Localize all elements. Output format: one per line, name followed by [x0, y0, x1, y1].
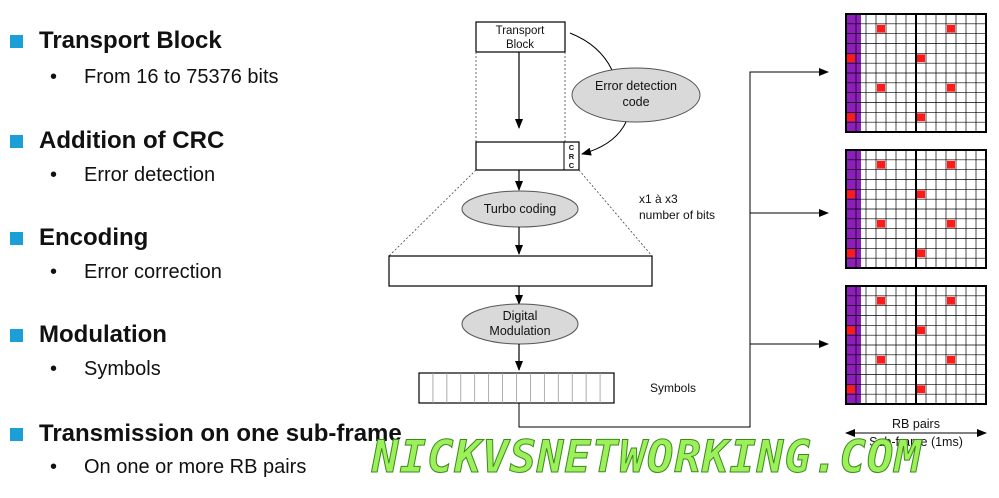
sub-bullet-dot: • — [50, 164, 58, 186]
error-detection-ellipse — [571, 67, 701, 123]
reference-signal-cell — [877, 83, 885, 92]
digital-modulation-label-1: Digital — [503, 309, 538, 323]
grid-border — [845, 13, 987, 133]
curve-to-error-detection — [569, 32, 613, 71]
bullet-sub: From 16 to 75376 bits — [84, 66, 279, 88]
turbo-coding-label: Turbo coding — [484, 202, 557, 216]
reference-signal-cell — [917, 385, 925, 394]
bullet-sub: Error correction — [84, 261, 222, 283]
sub-bullet-dot: • — [50, 66, 58, 88]
crc-block-box — [475, 141, 580, 171]
ratio-label-2: number of bits — [639, 208, 715, 222]
transport-block-box — [475, 21, 566, 53]
transport-block-label-2: Block — [506, 39, 534, 51]
bullet-sub: On one or more RB pairs — [84, 456, 307, 478]
reference-signal-cell — [947, 296, 955, 305]
sub-bullet-dot: • — [50, 358, 58, 380]
bullet-title: Transport Block — [39, 27, 222, 54]
resource-grid — [845, 285, 987, 405]
sub-bullet-dot: • — [50, 261, 58, 283]
crc-letter: R — [569, 152, 575, 161]
bullet-square-icon — [10, 428, 23, 441]
bullet-list: Transport Block • From 16 to 75376 bits … — [0, 0, 420, 498]
grid-border — [845, 285, 987, 405]
reference-signal-cell — [917, 249, 925, 258]
bullet-square-icon — [10, 232, 23, 245]
reference-signal-cell — [917, 190, 925, 199]
route-to-subframe-1 — [518, 68, 829, 428]
reference-signal-cell — [877, 219, 885, 228]
digital-modulation-label-2: Modulation — [489, 324, 550, 338]
reference-signal-cell — [947, 83, 955, 92]
rb-pairs-label: RB pairs — [892, 417, 940, 431]
bullet-title: Encoding — [39, 224, 149, 251]
bullet-title: Transmission on one sub-frame — [39, 420, 402, 447]
reference-signal-cell — [917, 326, 925, 335]
reference-signal-cell — [877, 355, 885, 364]
crc-letter: C — [569, 161, 575, 170]
bullet-title: Addition of CRC — [39, 127, 225, 154]
symbols-label: Symbols — [650, 381, 696, 395]
reference-signal-cell — [847, 54, 855, 63]
bullet-sub: Symbols — [84, 358, 161, 380]
reference-signal-cell — [947, 355, 955, 364]
reference-signal-cell — [947, 24, 955, 33]
bullet-square-icon — [10, 135, 23, 148]
arrow-error-to-crc — [581, 121, 627, 156]
reference-signal-cell — [877, 24, 885, 33]
bullet-title: Modulation — [39, 321, 167, 348]
resource-grids — [845, 13, 987, 405]
sub-bullet-dot: • — [50, 456, 58, 478]
subframe-label: Sub-frame (1ms) — [869, 435, 963, 449]
error-detection-label-2: code — [622, 95, 649, 109]
bullet-square-icon — [10, 35, 23, 48]
bullet-sub: Error detection — [84, 164, 216, 186]
bullet-square-icon — [10, 329, 23, 342]
ratio-label-1: x1 à x3 — [639, 192, 678, 206]
digital-modulation-ellipse — [461, 303, 579, 345]
reference-signal-cell — [847, 190, 855, 199]
watermark-text: NICKVSNETWORKING.COM — [372, 432, 922, 484]
resource-grid — [845, 149, 987, 269]
reference-signal-cell — [877, 296, 885, 305]
dashed-expansion — [578, 169, 653, 257]
reference-signal-cell — [877, 160, 885, 169]
coded-block-box — [388, 255, 653, 287]
reference-signal-cell — [847, 385, 855, 394]
grid-border — [845, 149, 987, 269]
crc-letter: C — [569, 143, 575, 152]
symbol-dividers — [432, 373, 601, 403]
reference-signal-cell — [917, 113, 925, 122]
resource-grid — [845, 13, 987, 133]
reference-signal-cell — [847, 249, 855, 258]
turbo-coding-ellipse — [461, 190, 579, 228]
reference-signal-cell — [917, 54, 925, 63]
reference-signal-cell — [947, 160, 955, 169]
reference-signal-cell — [947, 219, 955, 228]
dashed-expansion — [388, 169, 477, 257]
reference-signal-cell — [847, 326, 855, 335]
transport-block-label-1: Transport — [496, 25, 546, 37]
error-detection-label-1: Error detection — [595, 79, 677, 93]
reference-signal-cell — [847, 113, 855, 122]
